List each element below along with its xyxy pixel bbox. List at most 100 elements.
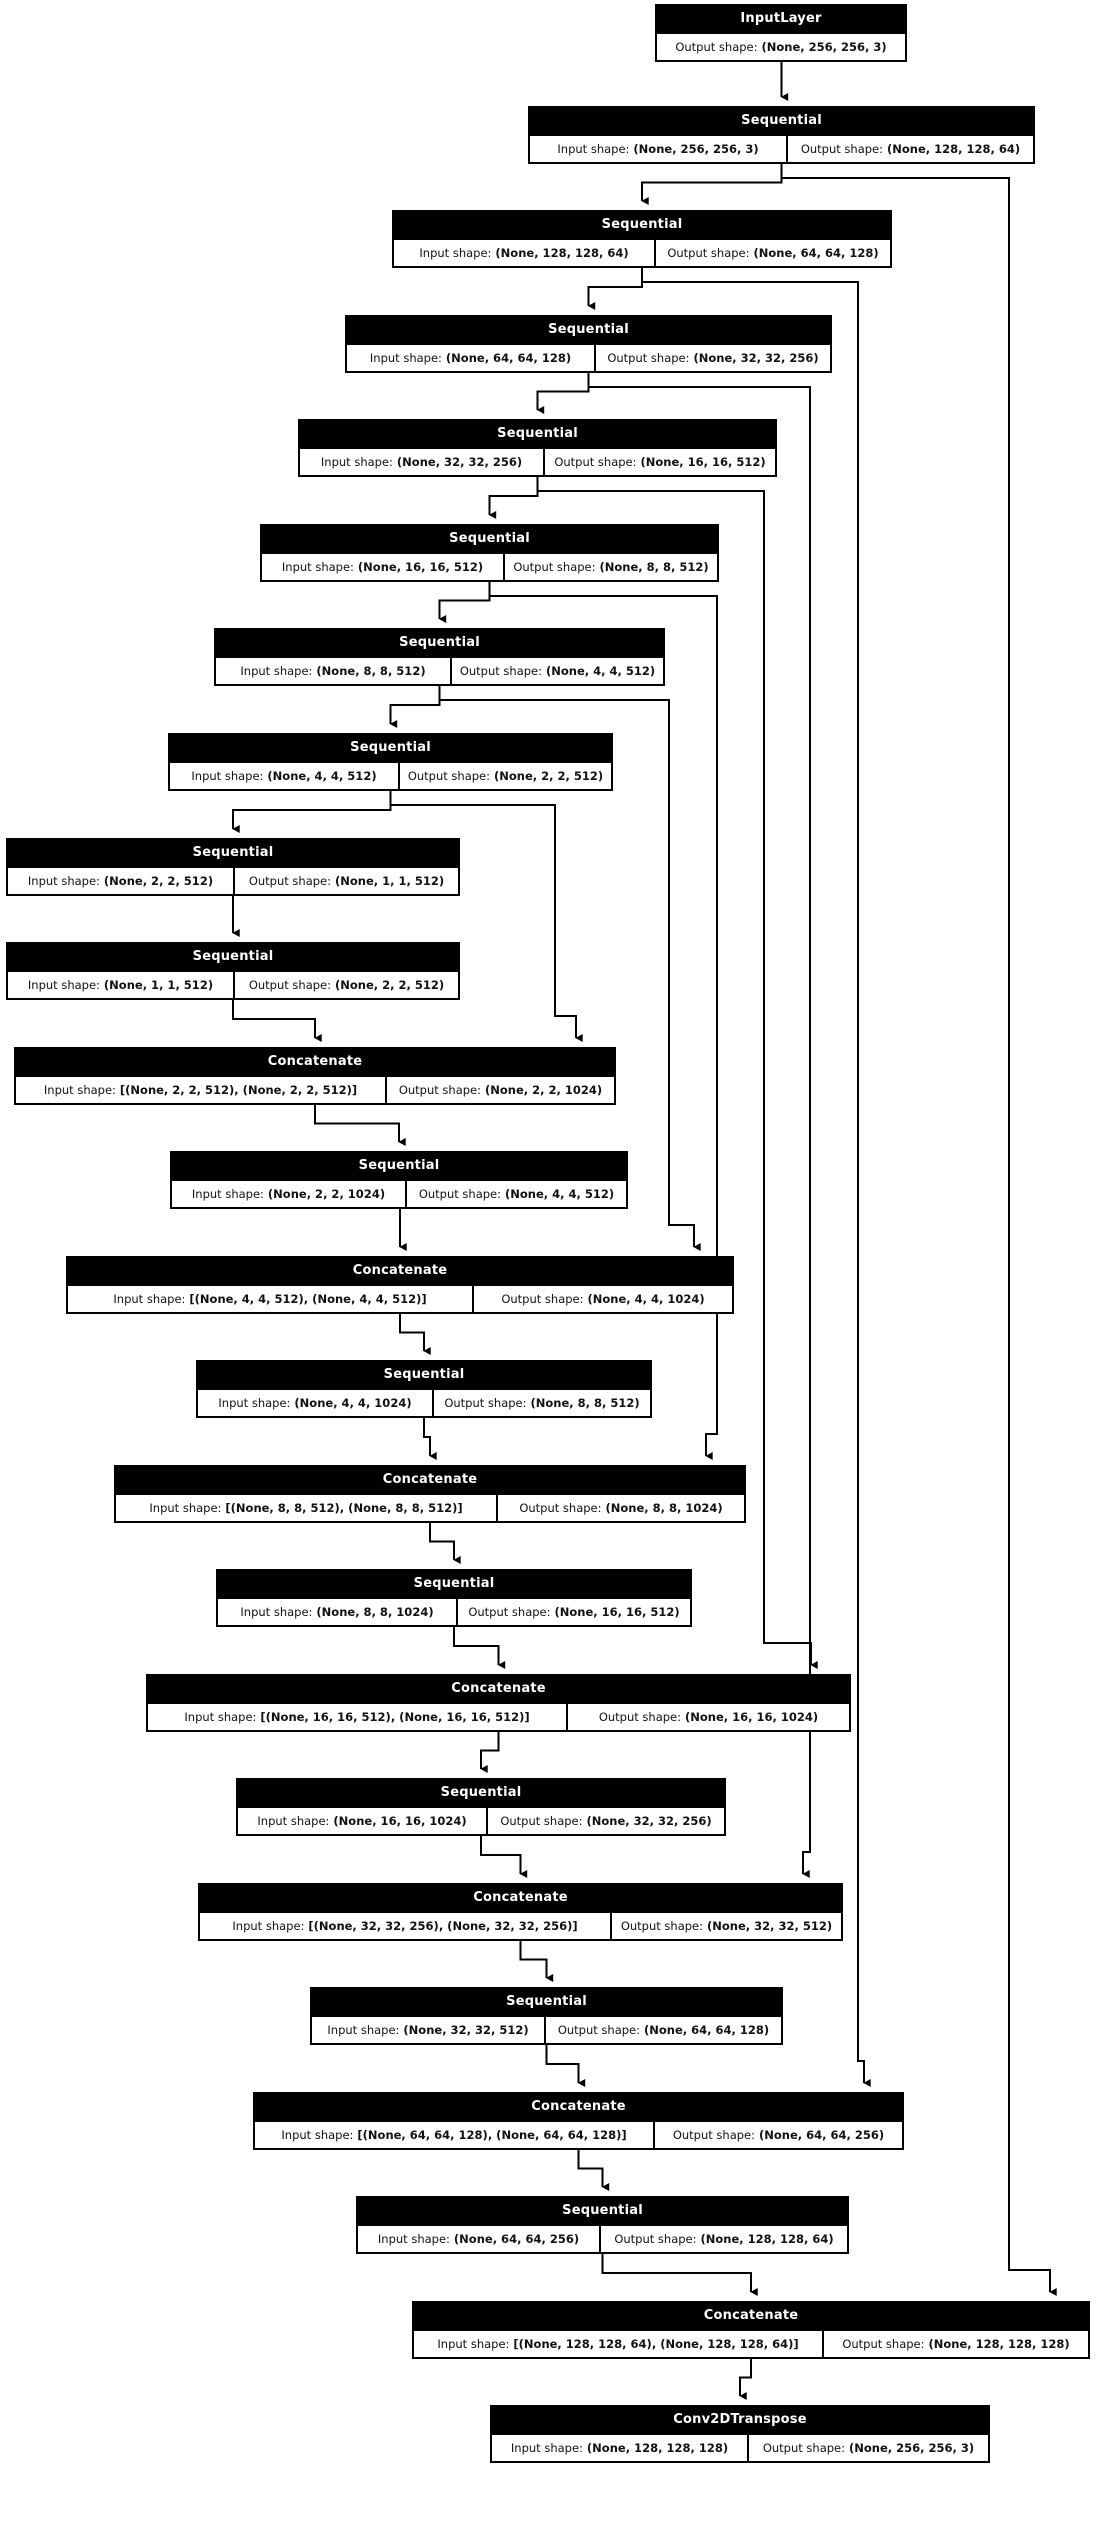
input-shape-value: (None, 2, 2, 1024) xyxy=(267,1187,386,1201)
output-shape-label: Output shape: xyxy=(407,769,491,783)
layer-type-label: Concatenate xyxy=(148,1676,849,1702)
output-shape-label: Output shape: xyxy=(513,560,596,574)
edge-n14-n15 xyxy=(429,1523,461,1564)
layer-type-label: Sequential xyxy=(300,421,775,447)
edge-n10-n11 xyxy=(314,1105,406,1146)
output-shape-value: (None, 4, 4, 512) xyxy=(546,664,656,678)
skip-n1-n22 xyxy=(780,164,1057,2296)
input-shape-label: Input shape: xyxy=(218,1396,291,1410)
edge-n4-n5 xyxy=(488,477,539,519)
output-shape-value: (None, 2, 2, 512) xyxy=(335,978,445,992)
layer-shapes-row: Input shape:[(None, 32, 32, 256), (None,… xyxy=(200,1911,841,1939)
output-shape-value: (None, 64, 64, 128) xyxy=(644,2023,770,2037)
output-shape-value: (None, 16, 16, 1024) xyxy=(685,1710,819,1724)
layer-shapes-row: Input shape:(None, 32, 32, 512)Output sh… xyxy=(312,2015,781,2043)
layer-type-label: Concatenate xyxy=(414,2303,1088,2329)
input-shape-value: (None, 64, 64, 256) xyxy=(453,2232,580,2246)
input-shape-value: [(None, 4, 4, 512), (None, 4, 4, 512)] xyxy=(189,1292,427,1306)
output-shape-label: Output shape: xyxy=(598,1710,682,1724)
layer-type-label: Sequential xyxy=(262,526,717,552)
layer-type-label: Sequential xyxy=(358,2198,847,2224)
layer-shapes-row: Input shape:(None, 1, 1, 512)Output shap… xyxy=(8,970,458,998)
output-shape-value: (None, 8, 8, 1024) xyxy=(605,1501,723,1515)
input-shape-value: (None, 256, 256, 3) xyxy=(633,142,759,156)
output-shape-cell: Output shape:(None, 16, 16, 512) xyxy=(458,1597,690,1625)
layer-shapes-row: Input shape:[(None, 2, 2, 512), (None, 2… xyxy=(16,1075,614,1103)
output-shape-value: (None, 4, 4, 1024) xyxy=(587,1292,705,1306)
output-shape-label: Output shape: xyxy=(418,1187,502,1201)
input-shape-label: Input shape: xyxy=(510,2441,583,2455)
output-shape-label: Output shape: xyxy=(620,1919,704,1933)
edge-n21-n22 xyxy=(601,2254,758,2296)
layer-type-label: InputLayer xyxy=(657,6,905,32)
output-shape-value: (None, 32, 32, 512) xyxy=(707,1919,833,1933)
input-shape-cell: Input shape:(None, 1, 1, 512) xyxy=(8,970,235,998)
output-shape-label: Output shape: xyxy=(501,1292,584,1306)
output-shape-value: (None, 32, 32, 256) xyxy=(693,351,819,365)
input-shape-value: (None, 8, 8, 1024) xyxy=(316,1605,434,1619)
layer-type-label: Sequential xyxy=(238,1780,724,1806)
edge-n12-n13 xyxy=(399,1314,431,1355)
input-shape-cell: Input shape:[(None, 16, 16, 512), (None,… xyxy=(148,1702,568,1730)
input-shape-cell: Input shape:[(None, 64, 64, 128), (None,… xyxy=(255,2120,655,2148)
output-shape-value: (None, 128, 128, 64) xyxy=(700,2232,834,2246)
edge-n13-n14 xyxy=(423,1418,437,1460)
output-shape-label: Output shape: xyxy=(667,246,750,260)
layer-type-label: Sequential xyxy=(530,108,1033,134)
layer-shapes-row: Input shape:(None, 2, 2, 512)Output shap… xyxy=(8,866,458,894)
layer-shapes-row: Input shape:(None, 128, 128, 128)Output … xyxy=(492,2433,988,2461)
input-shape-value: (None, 16, 16, 1024) xyxy=(333,1814,467,1828)
input-shape-value: (None, 4, 4, 1024) xyxy=(294,1396,412,1410)
output-shape-label: Output shape: xyxy=(672,2128,756,2142)
edge-n15-n16 xyxy=(453,1627,506,1669)
input-shape-cell: Input shape:(None, 8, 8, 512) xyxy=(216,656,452,684)
input-shape-cell: Input shape:(None, 128, 128, 128) xyxy=(492,2433,749,2461)
layer-type-label: Sequential xyxy=(8,944,458,970)
input-shape-cell: Input shape:(None, 32, 32, 256) xyxy=(300,447,545,475)
output-shape-cell: Output shape:(None, 64, 64, 128) xyxy=(656,238,890,266)
input-shape-label: Input shape: xyxy=(257,1814,330,1828)
layer-shapes-row: Input shape:(None, 32, 32, 256)Output sh… xyxy=(300,447,775,475)
layer-shapes-row: Input shape:(None, 4, 4, 1024)Output sha… xyxy=(198,1388,650,1416)
input-shape-value: [(None, 32, 32, 256), (None, 32, 32, 256… xyxy=(308,1919,578,1933)
layer-shapes-row: Input shape:(None, 256, 256, 3)Output sh… xyxy=(530,134,1033,162)
output-shape-cell: Output shape:(None, 32, 32, 256) xyxy=(488,1806,724,1834)
input-shape-label: Input shape: xyxy=(369,351,442,365)
output-shape-label: Output shape: xyxy=(398,1083,482,1097)
output-shape-value: (None, 8, 8, 512) xyxy=(599,560,709,574)
edge-n18-n19 xyxy=(519,1941,554,1982)
input-shape-label: Input shape: xyxy=(149,1501,222,1515)
input-shape-value: [(None, 16, 16, 512), (None, 16, 16, 512… xyxy=(260,1710,530,1724)
input-shape-value: [(None, 128, 128, 64), (None, 128, 128, … xyxy=(513,2337,799,2351)
output-shape-value: (None, 128, 128, 64) xyxy=(887,142,1021,156)
output-shape-cell: Output shape:(None, 128, 128, 128) xyxy=(824,2329,1088,2357)
input-shape-cell: Input shape:(None, 32, 32, 512) xyxy=(312,2015,546,2043)
output-shape-cell: Output shape:(None, 4, 4, 1024) xyxy=(474,1284,732,1312)
input-shape-label: Input shape: xyxy=(113,1292,186,1306)
input-shape-label: Input shape: xyxy=(281,560,354,574)
